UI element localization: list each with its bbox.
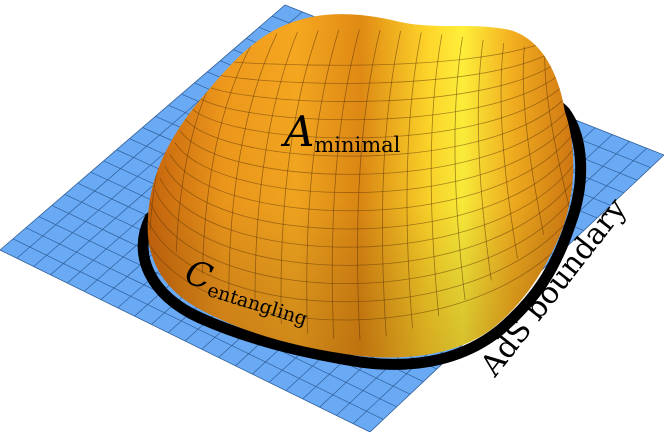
dome-mesh-line: [306, 29, 340, 334]
dome-mesh-line: [194, 75, 559, 121]
area-label-main: A: [280, 107, 314, 156]
dome-mesh-line: [454, 36, 466, 300]
dome-mesh-line: [189, 86, 562, 139]
dome-mesh-line: [382, 30, 402, 337]
dome-mesh-line: [199, 63, 556, 102]
entangling-curve: [137, 95, 587, 370]
dome-mesh: [147, 29, 574, 341]
dome-shading: [147, 14, 574, 358]
dome-mesh-line: [228, 33, 278, 293]
area-label: Aminimal: [280, 107, 401, 157]
plane-grid-line: [12, 238, 384, 420]
dome-mesh-line: [164, 145, 574, 230]
dome-mesh-line: [357, 29, 381, 341]
dome-mesh-line: [159, 157, 574, 248]
dome-mesh-line: [179, 110, 568, 175]
dome-mesh-line: [204, 51, 554, 84]
dome-mesh-line: [331, 29, 360, 339]
dome-mesh-line: [209, 39, 551, 66]
dome-mesh-line: [477, 39, 492, 281]
minimal-surface: [147, 14, 574, 358]
dome-mesh-line: [544, 49, 571, 211]
dome-mesh-line: [184, 98, 565, 157]
dome-mesh-line: [169, 134, 574, 212]
dome-mesh-line: [500, 42, 518, 259]
dome-mesh-line: [430, 34, 443, 317]
area-label-sub: minimal: [314, 133, 400, 157]
dome-mesh-line: [522, 46, 545, 235]
dome-mesh-line: [254, 31, 298, 310]
dome-mesh-line: [406, 32, 422, 329]
dome-mesh-line: [174, 122, 571, 193]
